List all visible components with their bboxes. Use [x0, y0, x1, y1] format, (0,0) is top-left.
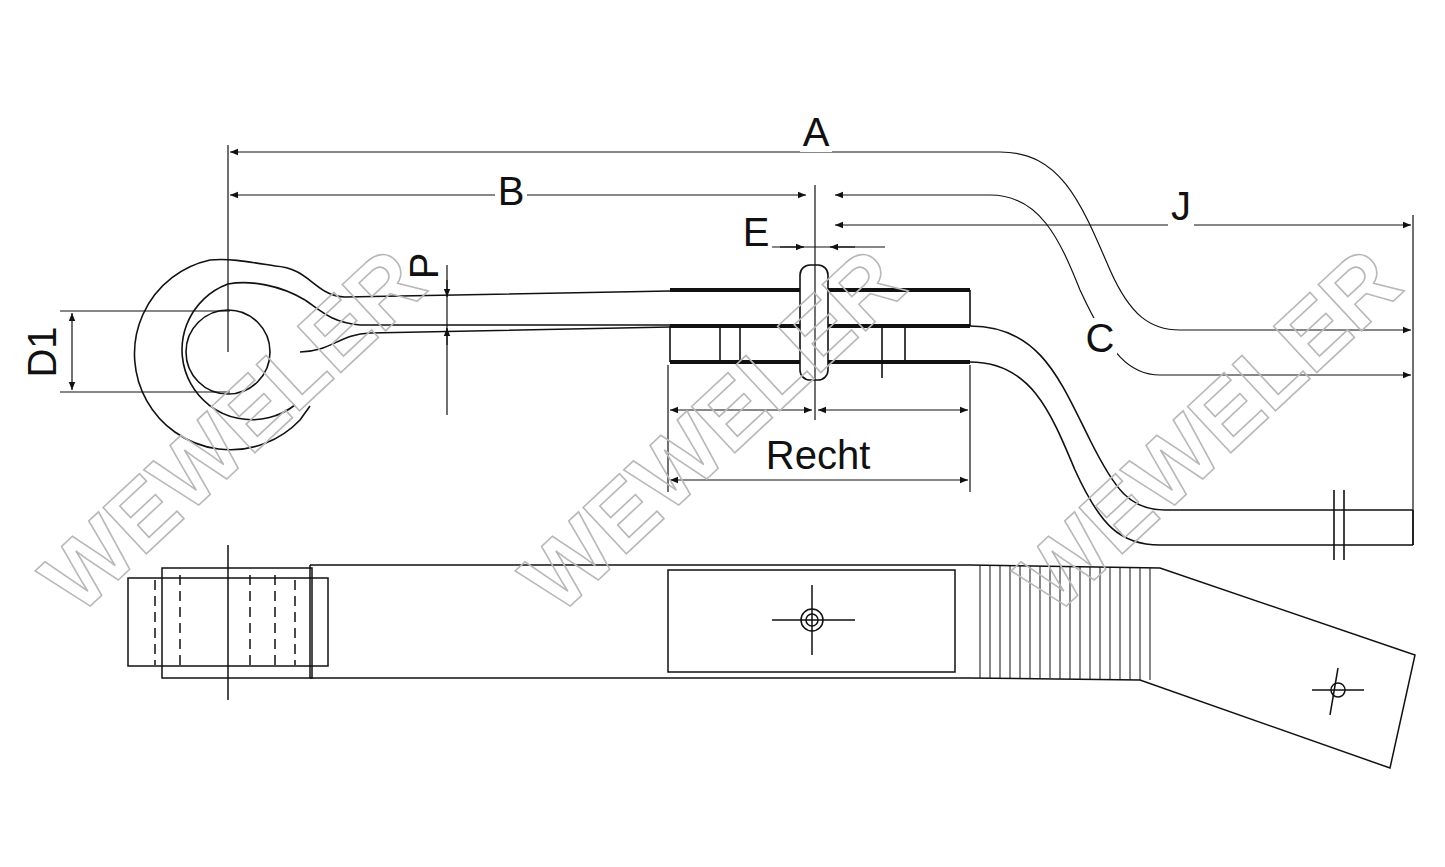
plan-view — [128, 545, 1415, 768]
dimension-label: E — [740, 212, 773, 252]
leaf-inner — [300, 327, 670, 352]
eye-outer — [134, 259, 310, 449]
leaf-top — [275, 266, 670, 297]
dimension-label: D1 — [22, 323, 62, 380]
watermark: WEWELER — [505, 233, 919, 628]
eye-wrap — [182, 283, 305, 420]
dimension-label: Recht — [763, 435, 874, 475]
dimension-label: B — [495, 171, 528, 211]
dimensions — [60, 145, 1413, 545]
dimension-label: J — [1168, 186, 1194, 226]
watermark: WEWELER — [25, 233, 439, 628]
watermark: WEWELER — [1001, 233, 1415, 628]
dimension-label: C — [1083, 318, 1118, 358]
leaf-mid — [305, 300, 670, 325]
leaf-bend-bottom — [970, 362, 1413, 545]
side-view — [134, 259, 1413, 560]
dimension-label: P — [404, 250, 444, 283]
leaf-bend-top — [970, 326, 1413, 510]
dimension-label: A — [800, 112, 833, 152]
